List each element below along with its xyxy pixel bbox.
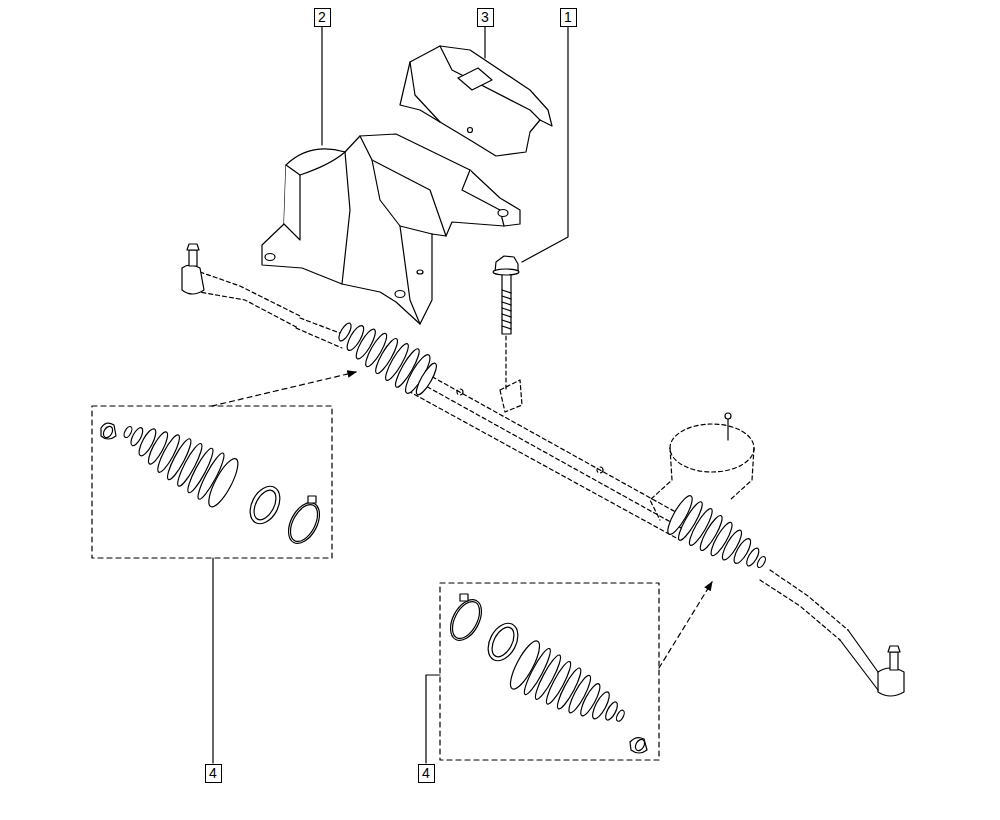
tie-rod-end — [182, 244, 204, 294]
callout-number: 2 — [318, 10, 326, 24]
bolt — [493, 256, 519, 390]
kit-pointer — [659, 582, 712, 668]
leader-line — [426, 675, 440, 763]
callout-box: 4 — [205, 764, 222, 783]
callout-number: 4 — [209, 766, 217, 780]
rack-boot — [331, 311, 442, 401]
leader-line — [484, 27, 485, 58]
leader-line — [212, 558, 213, 763]
heat-shield-large — [262, 134, 520, 324]
rack-boot — [664, 493, 775, 583]
leader-line — [522, 27, 568, 262]
callout-box: 1 — [560, 8, 577, 27]
callout-number: 3 — [481, 10, 489, 24]
heat-shield-small — [400, 46, 552, 156]
boot-kit — [101, 407, 326, 549]
callout-box: 3 — [477, 8, 494, 27]
tie-rod-end — [840, 630, 904, 696]
kit-frame — [92, 406, 332, 558]
kit-pointer — [212, 372, 356, 406]
callout-box: 4 — [418, 764, 435, 783]
callout-number: 1 — [564, 10, 572, 24]
leader-line — [321, 27, 322, 145]
callout-box: 2 — [314, 8, 331, 27]
steering-rack — [188, 272, 848, 640]
boot-kit — [444, 594, 647, 753]
kit-frame — [440, 583, 659, 760]
pinion-stud — [727, 416, 728, 440]
callout-number: 4 — [422, 766, 430, 780]
